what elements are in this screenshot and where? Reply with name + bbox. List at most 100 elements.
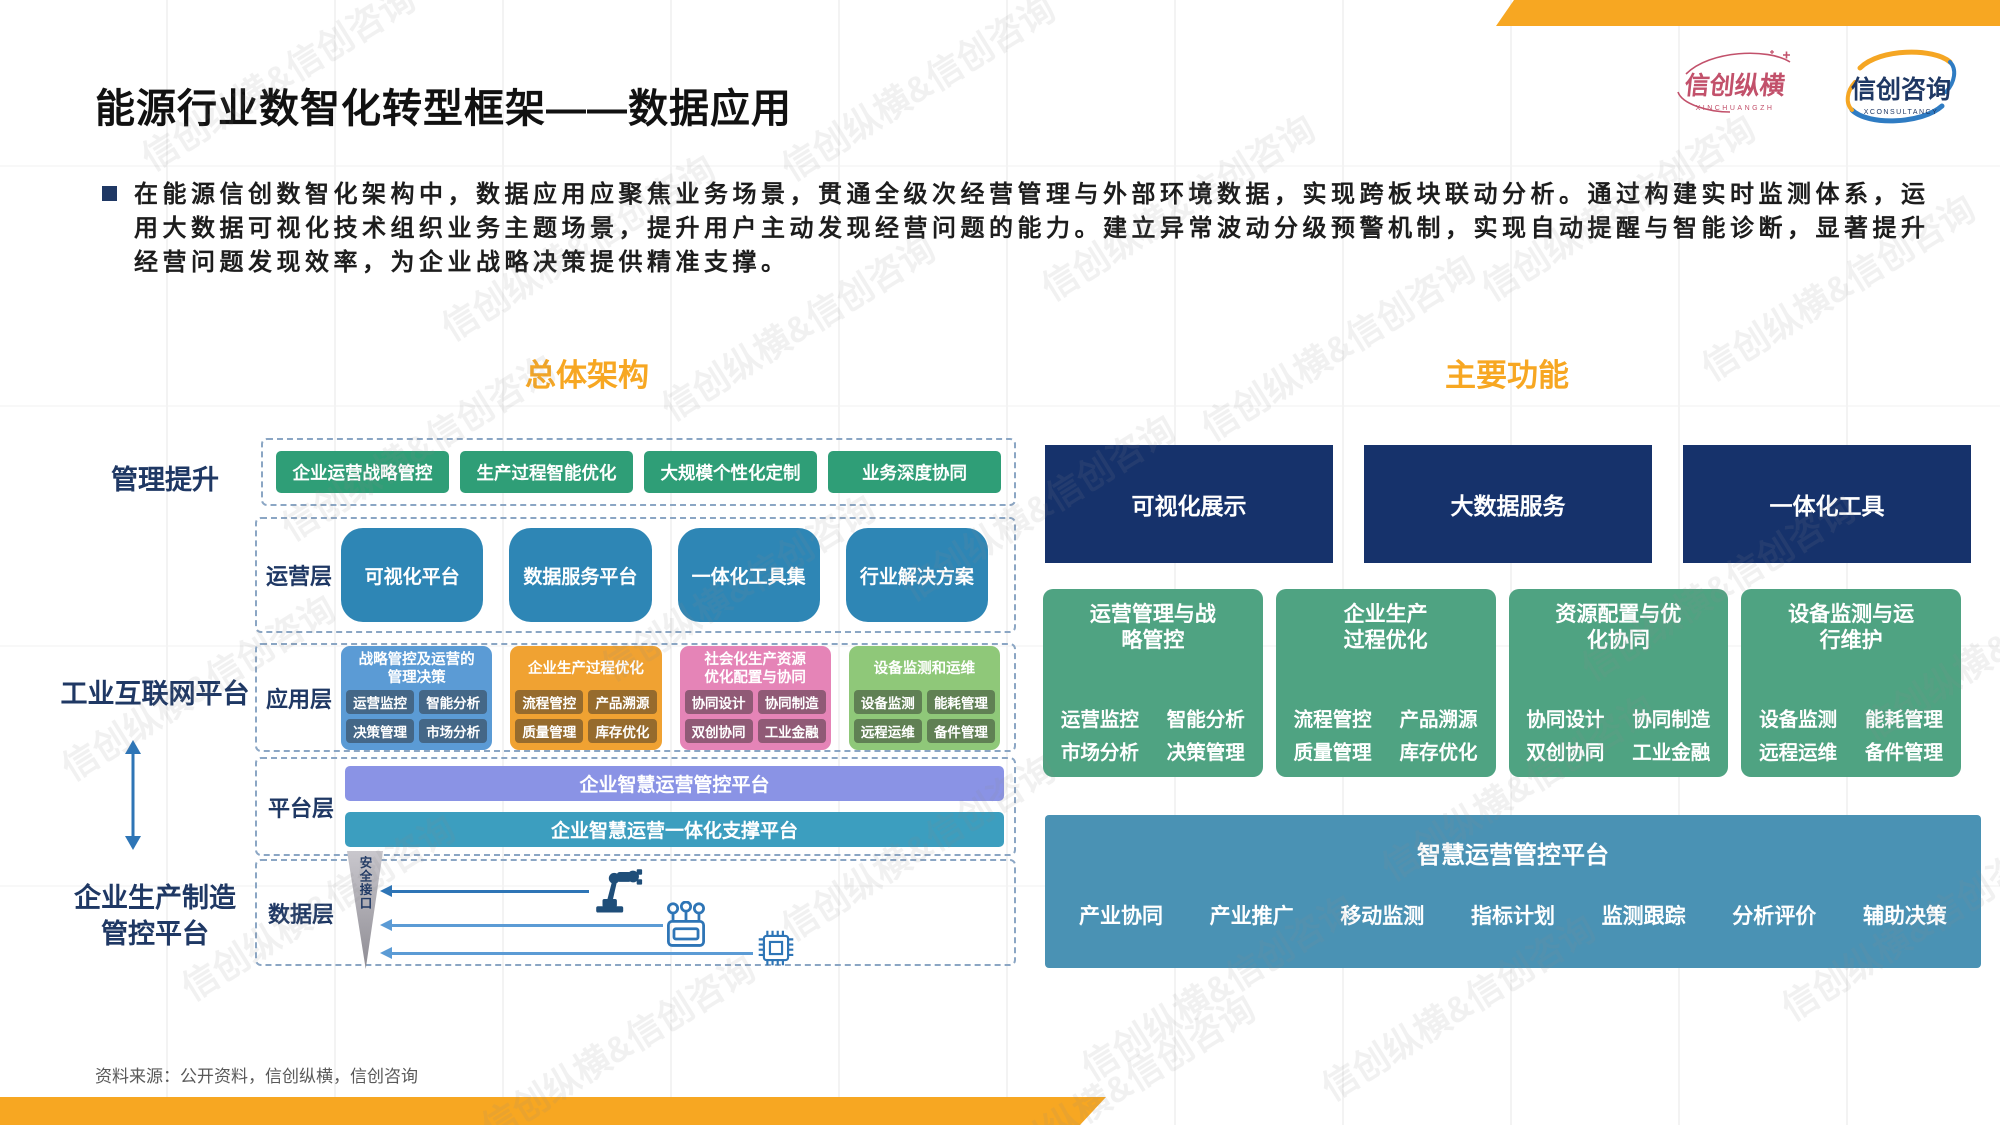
application-group: 战略管控及运营的 管理决策 运营监控智能分析决策管理市场分析: [341, 645, 493, 750]
logo-text: 信创咨询: [1850, 76, 1951, 104]
operation-layer-row: 运营层 可视化平台数据服务平台一体化工具集行业解决方案: [255, 517, 1016, 633]
detail-box-title: 运营管理与战 略管控: [1089, 603, 1216, 653]
page-title: 能源行业数智化转型框架——数据应用: [95, 87, 792, 131]
detail-item: 运营监控: [1060, 709, 1139, 731]
application-chip: 质量管理: [515, 718, 584, 743]
detail-item: 远程运维: [1759, 742, 1838, 764]
smart-platform-item: 分析评价: [1732, 905, 1817, 928]
section-title-overall-architecture: 总体架构: [525, 358, 649, 393]
application-chip: 库存优化: [588, 718, 657, 743]
detail-item: 市场分析: [1060, 742, 1139, 764]
layer-label-data: 数据层: [267, 901, 334, 927]
application-chip: 产品溯源: [588, 689, 657, 714]
intro-block: 在能源信创数智化架构中，数据应用应聚焦业务场景，贯通全级次经营管理与外部环境数据…: [102, 178, 1954, 280]
smart-platform-item: 辅助决策: [1862, 905, 1947, 928]
application-chip: 智能分析: [419, 689, 488, 714]
application-group-title: 企业生产过程优化: [527, 660, 644, 677]
layer-label-operation: 运营层: [265, 564, 332, 589]
function-detail-box: 企业生产 过程优化 流程管控产品溯源质量管理库存优化: [1275, 589, 1496, 777]
application-chip: 市场分析: [419, 718, 488, 743]
smart-platform-item: 指标计划: [1470, 905, 1555, 928]
operation-platform-box: 可视化平台: [341, 528, 484, 622]
detail-box-title: 资源配置与优 化协同: [1555, 603, 1682, 653]
management-row: 企业运营战略管控生产过程智能优化大规模个性化定制业务深度协同: [261, 438, 1016, 506]
platform-layer-row: 平台层 企业智慧运营管控平台企业智慧运营一体化支撑平台: [255, 757, 1016, 856]
layer-label-platform: 平台层: [267, 795, 334, 821]
platform-bar: 企业智慧运营一体化支撑平台: [345, 812, 1004, 847]
management-item: 大规模个性化定制: [644, 451, 817, 493]
iot-sensor-icon: [667, 901, 705, 947]
side-label-management-improvement: 管理提升: [111, 465, 219, 495]
application-group-title: 社会化生产资源 优化配置与协同: [704, 652, 806, 686]
application-chip: 能耗管理: [926, 689, 995, 714]
detail-box-items: 设备监测 能耗管理远程运维 备件管理: [1745, 703, 1957, 765]
detail-box-title: 企业生产 过程优化: [1343, 603, 1428, 653]
smart-operation-platform-box: 智慧运营管控平台 产业协同产业推广移动监测指标计划监测跟踪分析评价辅助决策: [1045, 815, 1981, 968]
logo-xinchuang-zongheng: 信创纵横 XINCHUANGZH: [1666, 46, 1804, 122]
detail-item: 协同制造: [1632, 709, 1711, 731]
logos: 信创纵横 XINCHUANGZH 信创咨询 XCONSULTANCY: [1666, 46, 1972, 128]
function-detail-boxes: 运营管理与战 略管控 运营监控智能分析市场分析决策管理 企业生产 过程优化 流程…: [1043, 589, 1961, 777]
application-chips: 运营监控智能分析决策管理市场分析: [346, 689, 488, 743]
application-chip: 双创协同: [684, 718, 753, 743]
application-group: 设备监测和运维 设备监测能耗管理远程运维备件管理: [848, 645, 1000, 750]
operation-platform-box: 行业解决方案: [845, 528, 988, 622]
security-interface-label: 安全接口: [357, 856, 372, 910]
application-group-title: 战略管控及运营的 管理决策: [358, 652, 475, 686]
management-item: 业务深度协同: [828, 451, 1001, 493]
operation-platform-box: 一体化工具集: [677, 528, 820, 622]
logo-xinchuang-zixun: 信创咨询 XCONSULTANCY: [1830, 46, 1972, 128]
logo-subtext: XCONSULTANCY: [1863, 109, 1939, 116]
application-chip: 备件管理: [926, 718, 995, 743]
function-detail-box: 设备监测与运 行维护 设备监测 能耗管理远程运维 备件管理: [1741, 589, 1961, 777]
function-detail-box: 资源配置与优 化协同 协同设计 协同制造双创协同 工业金融: [1508, 589, 1729, 777]
double-arrow-icon: [125, 740, 141, 850]
logo-subtext: XINCHUANGZH: [1695, 105, 1775, 112]
application-groups: 战略管控及运营的 管理决策 运营监控智能分析决策管理市场分析 企业生产过程优化 …: [341, 645, 1014, 750]
cpu-chip-icon: [758, 930, 794, 966]
application-chip: 远程运维: [853, 718, 922, 743]
application-group-title: 设备监测和运维: [873, 660, 976, 677]
top-accent-bar: [1496, 0, 2000, 26]
detail-item: 设备监测: [1759, 709, 1838, 731]
detail-box-title: 设备监测与运 行维护: [1788, 603, 1915, 653]
detail-item: 双创协同: [1526, 742, 1605, 764]
smart-platform-item: 监测跟踪: [1601, 905, 1686, 928]
data-flow-arrow: [380, 947, 753, 959]
layer-label-application: 应用层: [265, 686, 332, 712]
application-layer-row: 应用层 战略管控及运营的 管理决策 运营监控智能分析决策管理市场分析 企业生产过…: [255, 643, 1016, 752]
detail-item: 质量管理: [1293, 742, 1372, 764]
application-chip: 协同制造: [757, 689, 826, 714]
data-layer-row: 数据层 安全接口: [255, 851, 1016, 969]
section-title-main-functions: 主要功能: [1445, 358, 1569, 393]
data-flow-arrow: [380, 885, 589, 897]
management-item: 生产过程智能优化: [460, 451, 633, 493]
detail-item: 能耗管理: [1865, 709, 1944, 731]
application-chip: 决策管理: [346, 718, 415, 743]
application-chips: 协同设计协同制造双创协同工业金融: [684, 689, 826, 743]
application-chip: 设备监测: [853, 689, 922, 714]
application-chip: 工业金融: [757, 718, 826, 743]
logo-text: 信创纵横: [1683, 72, 1787, 100]
side-label-industrial-internet-platform: 工业互联网平台: [60, 679, 250, 709]
function-detail-box: 运营管理与战 略管控 运营监控智能分析市场分析决策管理: [1043, 589, 1263, 777]
application-chip: 协同设计: [684, 689, 753, 714]
smart-platform-item: 产业推广: [1209, 905, 1294, 928]
operation-boxes: 可视化平台数据服务平台一体化工具集行业解决方案: [341, 528, 1014, 622]
detail-item: 流程管控: [1293, 709, 1372, 731]
detail-item: 协同设计: [1526, 709, 1605, 731]
function-boxes: 可视化展示大数据服务一体化工具: [1045, 445, 1971, 563]
detail-box-items: 协同设计 协同制造双创协同 工业金融: [1513, 703, 1725, 765]
application-chip: 流程管控: [515, 689, 584, 714]
application-group: 社会化生产资源 优化配置与协同 协同设计协同制造双创协同工业金融: [679, 645, 831, 750]
detail-box-items: 流程管控产品溯源质量管理库存优化: [1280, 703, 1492, 765]
detail-item: 智能分析: [1166, 709, 1245, 731]
detail-item: 产品溯源: [1399, 709, 1478, 731]
bottom-accent-bar: [0, 1097, 1106, 1125]
smart-platform-item: 移动监测: [1340, 905, 1425, 928]
detail-item: 备件管理: [1865, 742, 1944, 764]
detail-item: 工业金融: [1632, 742, 1711, 764]
function-box: 大数据服务: [1364, 445, 1652, 563]
platform-bar: 企业智慧运营管控平台: [345, 766, 1004, 801]
